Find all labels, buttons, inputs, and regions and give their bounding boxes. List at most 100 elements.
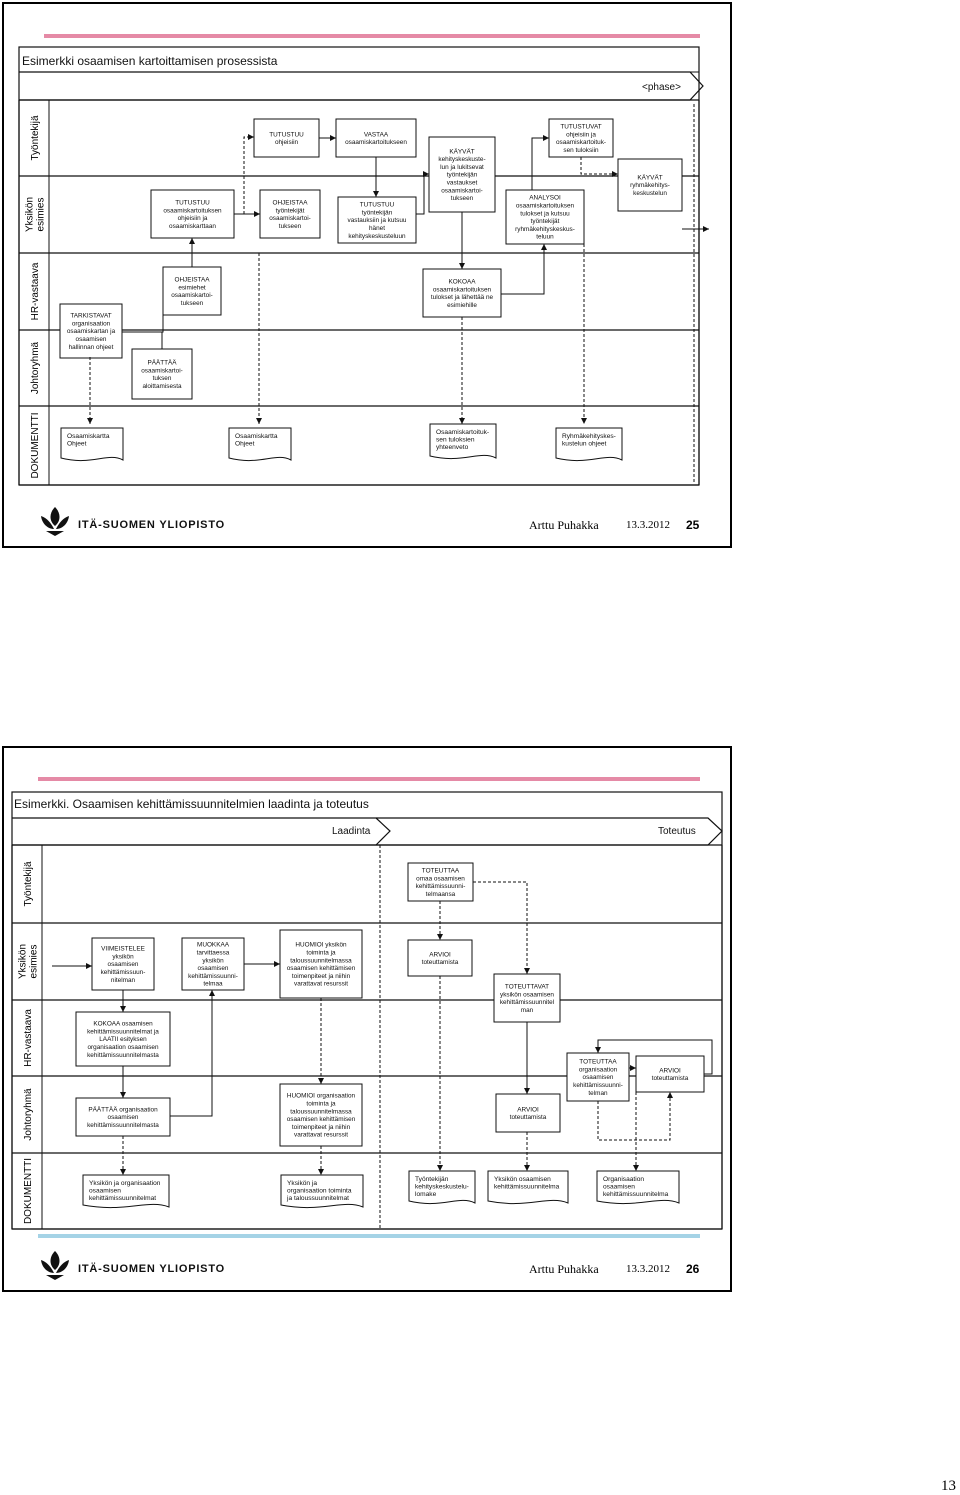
process-box [259, 189, 321, 239]
process-box-line: ohjeisiin ja [566, 131, 596, 138]
process-box-line: hallinnan ohjeet [69, 344, 114, 351]
process-box [131, 348, 193, 400]
document-shape-line: Osaamiskartoituk- [436, 429, 489, 436]
phase-label: <phase> [642, 82, 681, 93]
university-logo-icon [41, 507, 69, 536]
process-box-line: esimiehille [447, 302, 477, 309]
process-box-line: yksikön osaamisen [500, 991, 554, 998]
document-shape-line: Osaamiskartta [235, 433, 278, 440]
process-box-line: telman [588, 1090, 608, 1097]
process-box-line: aloittamisesta [142, 383, 182, 390]
process-box-line: kehittämissuunni- [573, 1082, 623, 1089]
phase-chevron-laadinta [12, 817, 391, 846]
process-box-line: osaamisen kehittämisen [287, 1116, 356, 1123]
process-box-line: työntekijän [362, 209, 393, 216]
process-box-line: osaamiskartan ja [67, 328, 116, 335]
slide-number: 26 [686, 1262, 700, 1276]
phase-chevron [19, 71, 704, 101]
document-shape [60, 427, 124, 462]
document-shape [228, 427, 292, 462]
process-box-line: lun ja lukitsevat [440, 164, 484, 171]
lane-label-text: Johtoryhmä [30, 341, 41, 394]
flow-arrow [416, 171, 429, 215]
process-box-line: kehityskeskusteluun [348, 233, 406, 240]
document-shape-line: kehittämissuunnitelmat [89, 1195, 156, 1202]
process-box-line: sen tuloksiin [563, 147, 599, 154]
process-box-line: työntekijän [447, 172, 478, 179]
slide-date: 13.3.2012 [626, 519, 670, 531]
process-box [150, 189, 235, 239]
diagram-title: Esimerkki osaamisen kartoittamisen prose… [22, 54, 278, 68]
process-box-line: osaamiskarttaan [169, 223, 216, 230]
process-box-line: OHJEISTAA [272, 200, 308, 207]
process-box-line: kehityskeskuste- [438, 156, 485, 163]
process-box-line: kehittämissuunni- [188, 973, 238, 980]
process-box-line: MUOKKAA [197, 942, 230, 949]
process-box-line: toiminta ja [306, 950, 336, 957]
process-box-line: kehittämissuunni- [416, 883, 466, 890]
lane-label-text: Yksikön [18, 944, 29, 979]
process-box [428, 136, 496, 213]
process-box-line: kehittämissuunnitelmasta [87, 1052, 159, 1059]
document-shape-line: Työntekijän [415, 1176, 449, 1183]
process-box-line: tukseen [279, 223, 302, 230]
process-box-line: LAATII esityksen [99, 1036, 147, 1043]
flow-arrow [597, 1092, 673, 1141]
process-box-line: toimenpiteet ja niihin [292, 1124, 351, 1131]
slide-25: Esimerkki osaamisen kartoittamisen prose… [2, 2, 732, 548]
bottom-accent-bar [38, 1234, 700, 1238]
document-shape-line: Osaamiskartta [67, 433, 110, 440]
document-shape-line: kehittämissuunnitelma [603, 1191, 669, 1198]
lane-label: Johtoryhmä [23, 1088, 34, 1141]
process-box-line: taloussuunnitelmassa [290, 1108, 352, 1115]
author-name: Arttu Puhakka [529, 518, 599, 532]
flow-arrow [580, 157, 618, 177]
process-box-line: TUTUSTUU [360, 202, 395, 209]
document-shape-line: yhteenveto [436, 444, 469, 451]
process-box-line: vastauksiin ja kutsuu [348, 217, 407, 224]
document-shape-line: Ohjeet [235, 441, 255, 448]
document-shape [280, 1174, 364, 1209]
flow-arrow [531, 135, 549, 190]
process-box [59, 303, 123, 359]
document-shape [82, 1174, 170, 1209]
process-box-line: osaamiskartoitukseen [345, 139, 407, 146]
process-box-line: organisaation osaamisen [87, 1044, 158, 1051]
process-box-line: varattavat resurssit [294, 1132, 348, 1139]
author-name: Arttu Puhakka [529, 1262, 599, 1276]
process-box-line: ohjeisiin ja [178, 215, 208, 222]
process-box [422, 268, 502, 318]
flow-arrow [501, 244, 547, 295]
process-box-line: TUTUSTUVAT [560, 124, 601, 131]
process-box [335, 118, 417, 158]
process-box-line: KÄYVÄT [637, 173, 662, 181]
lane-label: Työntekijä [30, 115, 41, 160]
page-number: 13 [941, 1478, 956, 1494]
document-shape-line: Yksikön osaamisen [494, 1176, 551, 1183]
document-shape-line: Yksikön ja organisaation [89, 1180, 161, 1187]
process-box-line: yksikön [112, 953, 134, 960]
process-box-line: työntekijät [531, 218, 560, 225]
process-box-line: ANALYSOI [529, 195, 561, 202]
process-box-line: KOKOAA [449, 279, 477, 286]
process-box-line: tukseen [181, 300, 204, 307]
process-box-line: telmaansa [426, 891, 456, 898]
process-box-line: toiminta ja [306, 1101, 336, 1108]
process-box-line: osaamisen [108, 961, 139, 968]
process-box-line: ohjeisiin [275, 139, 299, 146]
top-accent-bar [44, 34, 700, 38]
process-box-line: kehittämissuun- [101, 969, 146, 976]
process-diagram-2: Esimerkki. Osaamisen kehittämissuunnitel… [11, 791, 723, 1230]
process-box-line: PÄÄTTÄÄ [147, 359, 177, 367]
process-box [495, 1093, 561, 1133]
process-box [548, 118, 614, 158]
process-box [635, 1055, 705, 1093]
process-box [566, 1052, 630, 1102]
process-box-line: KOKOAA osaamisen [93, 1021, 153, 1028]
process-box-line: osaamiskartoi- [171, 292, 213, 299]
flow-arrow [595, 1039, 713, 1075]
process-box-line: osaamisen [108, 1114, 139, 1121]
process-box [407, 939, 473, 977]
